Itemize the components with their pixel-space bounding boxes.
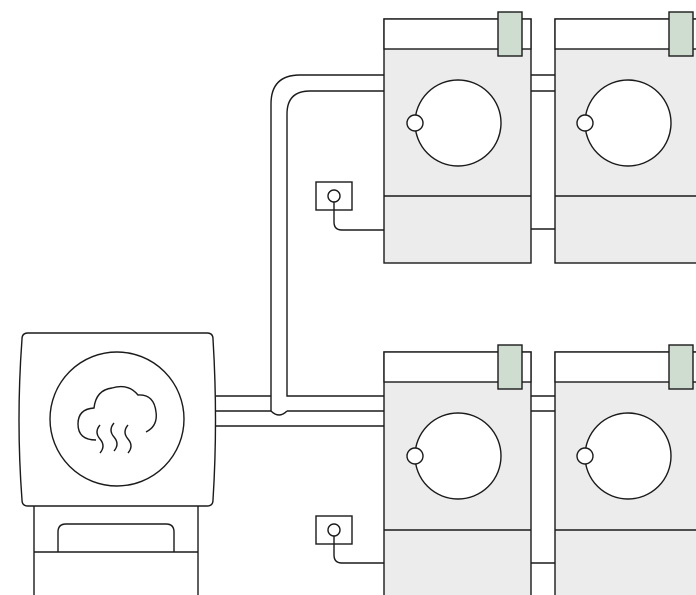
steam-generator-drawer bbox=[57, 523, 175, 552]
door-handle bbox=[406, 447, 424, 465]
green-tag-icon bbox=[668, 344, 694, 390]
door-handle bbox=[576, 114, 594, 132]
machine-connectors bbox=[531, 74, 555, 564]
steam-generator-dial bbox=[49, 351, 185, 487]
cloud-outline bbox=[77, 385, 157, 441]
steam-wave-2 bbox=[110, 422, 118, 452]
steam-wave-1 bbox=[96, 424, 104, 454]
outlet-socket bbox=[327, 189, 341, 203]
door-handle bbox=[576, 447, 594, 465]
dryer-bottom-left bbox=[383, 344, 532, 595]
door-handle bbox=[406, 114, 424, 132]
dryer-bottom-right bbox=[554, 344, 696, 595]
cloud-steam-icon bbox=[77, 385, 157, 454]
steam-wave-3 bbox=[124, 424, 132, 454]
round-door-icon bbox=[414, 79, 502, 167]
wall-outlet-top bbox=[315, 181, 384, 231]
round-door-icon bbox=[414, 412, 502, 500]
outlet-cable-top bbox=[333, 202, 384, 231]
green-tag-icon bbox=[668, 11, 694, 57]
green-tag-icon bbox=[497, 344, 523, 390]
outlet-cable-bottom bbox=[333, 536, 384, 564]
outlet-socket bbox=[327, 523, 341, 537]
steam-pipe-outer-line bbox=[216, 74, 384, 412]
green-tag-icon bbox=[497, 11, 523, 57]
steam-pipe bbox=[216, 74, 384, 427]
wall-outlet-bottom bbox=[315, 515, 384, 564]
dryer-top-right bbox=[554, 11, 696, 264]
steam-pipe-inner-line bbox=[286, 90, 384, 397]
round-door-icon bbox=[584, 79, 672, 167]
steam-generator-body bbox=[18, 332, 217, 507]
round-door-icon bbox=[584, 412, 672, 500]
dryer-top-left bbox=[383, 11, 532, 264]
steam-generator bbox=[18, 332, 217, 595]
steam-pipe-tee-joint bbox=[270, 410, 288, 416]
